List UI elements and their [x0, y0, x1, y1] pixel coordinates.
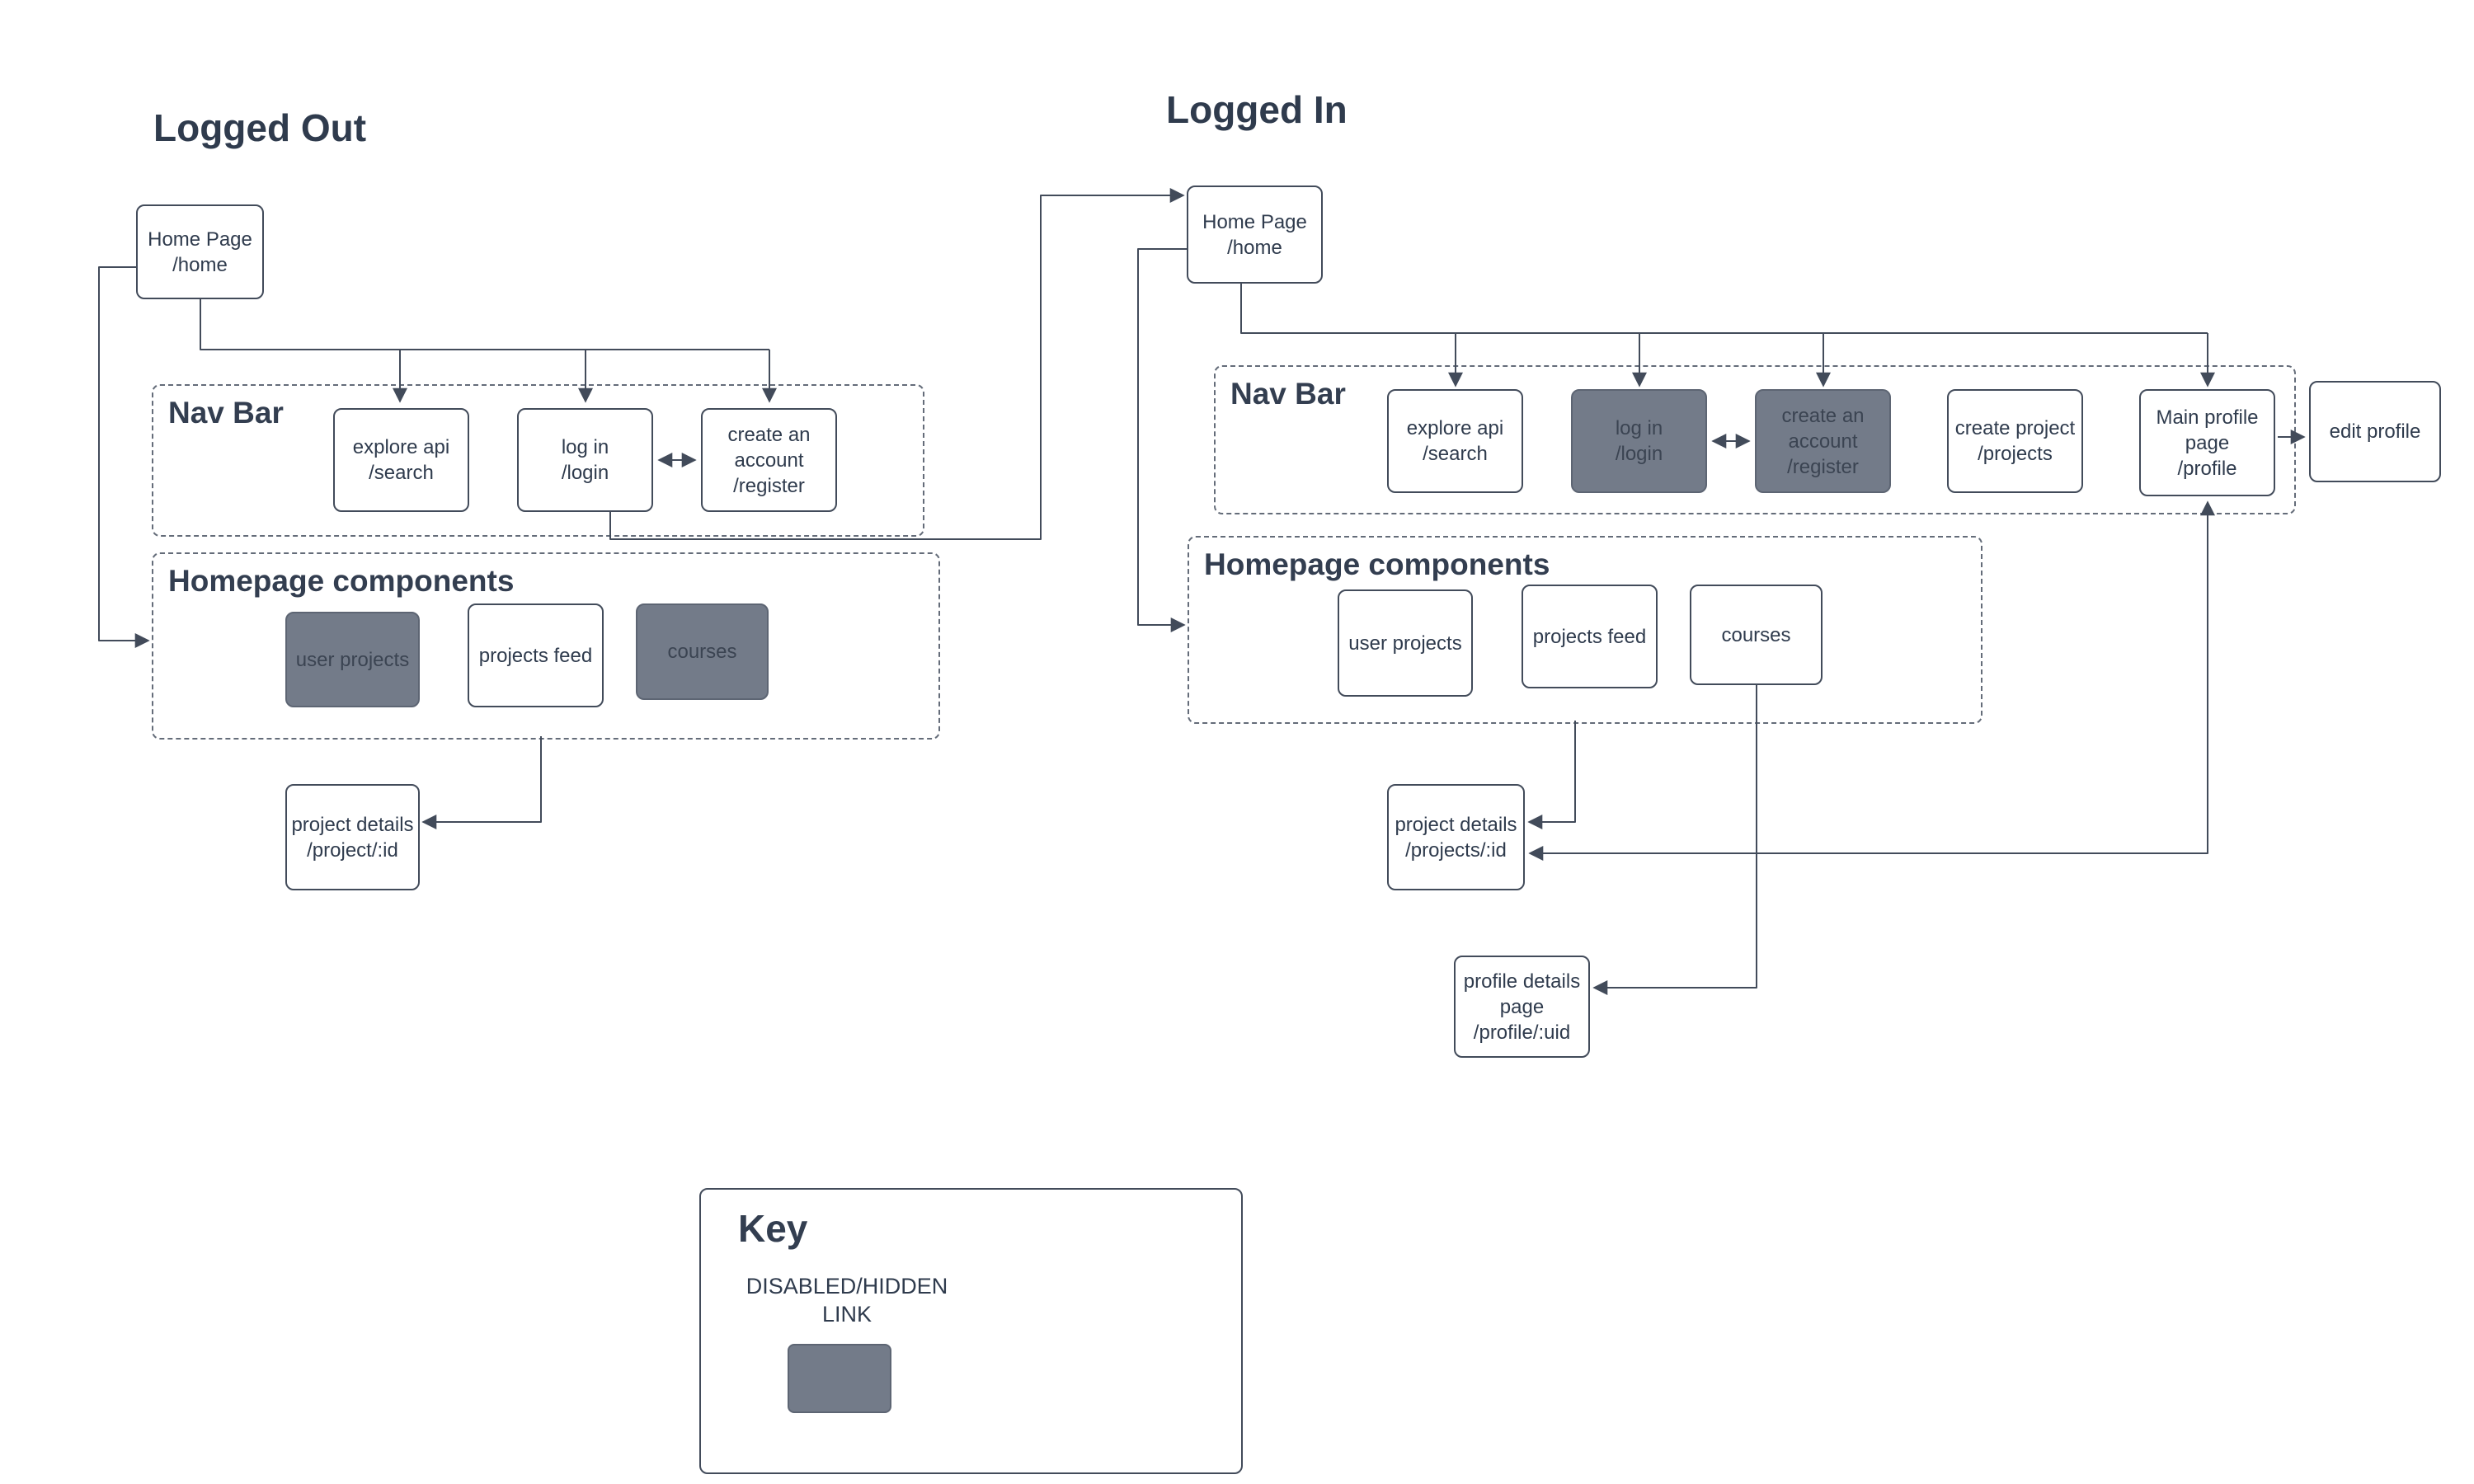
node-home-page-logged-out[interactable]: Home Page /home	[136, 204, 264, 299]
node-courses-logged-out[interactable]: courses	[636, 603, 769, 700]
node-explore-api-logged-in[interactable]: explore api /search	[1387, 389, 1523, 493]
node-create-account-logged-out[interactable]: create an account /register	[701, 408, 837, 512]
node-explore-api-logged-out[interactable]: explore api /search	[333, 408, 469, 512]
homepage-components-group-label: Homepage components	[1204, 547, 1550, 581]
node-courses-logged-in[interactable]: courses	[1690, 585, 1823, 685]
node-label: courses	[1721, 623, 1791, 646]
node-path: /profile	[2177, 457, 2237, 480]
logged-out-homepage-components-group[interactable]: Homepage components	[152, 552, 940, 740]
node-project-details-logged-out[interactable]: project details /project/:id	[285, 784, 420, 890]
node-path: /home	[172, 253, 228, 276]
node-label: edit profile	[2329, 420, 2421, 443]
node-log-in-logged-out[interactable]: log in /login	[517, 408, 653, 512]
node-path: /profile/:uid	[1473, 1021, 1571, 1044]
node-edit-profile[interactable]: edit profile	[2309, 381, 2441, 482]
node-path: /project/:id	[307, 838, 398, 862]
node-user-projects-logged-out[interactable]: user projects	[285, 612, 420, 707]
nav-bar-group-label: Nav Bar	[168, 396, 284, 430]
node-label: log in	[1615, 417, 1663, 439]
node-label: explore api	[1406, 417, 1504, 439]
node-path: /register	[1787, 455, 1859, 478]
node-path: /projects/:id	[1405, 838, 1507, 862]
connector-home-to-homepage-right	[1137, 248, 1187, 632]
homepage-components-group-label: Homepage components	[168, 564, 515, 598]
node-path: /search	[1423, 443, 1488, 465]
node-label: courses	[667, 641, 737, 663]
node-create-account-logged-in-disabled[interactable]: create an account /register	[1755, 389, 1891, 493]
node-label: create an account	[1781, 404, 1865, 453]
logged-in-section-title: Logged In	[1166, 88, 1348, 131]
node-path: /search	[369, 462, 434, 484]
legend-disabled-link-label: DISABLED/HIDDEN LINK	[745, 1274, 948, 1327]
node-path: /home	[1227, 236, 1282, 259]
node-label: profile details page	[1463, 970, 1581, 1018]
legend-disabled-swatch	[788, 1344, 891, 1413]
node-label: user projects	[1348, 632, 1462, 655]
node-path: /projects	[1978, 443, 2053, 465]
node-user-projects-logged-in[interactable]: user projects	[1338, 589, 1473, 697]
legend-key-box: Key DISABLED/HIDDEN LINK	[699, 1188, 1243, 1474]
nav-bar-group-label: Nav Bar	[1230, 377, 1346, 411]
node-label: Home Page	[1202, 210, 1307, 233]
node-log-in-logged-in-disabled[interactable]: log in /login	[1571, 389, 1707, 493]
connector-home-to-homepage-left	[98, 266, 150, 648]
node-label: user projects	[295, 648, 410, 671]
node-label: Main profile page	[2156, 406, 2259, 454]
node-label: create an account	[727, 423, 811, 472]
node-label: explore api	[352, 436, 450, 458]
node-label: Home Page	[148, 228, 252, 251]
node-profile-details-page[interactable]: profile details page /profile/:uid	[1454, 956, 1590, 1058]
node-label: projects feed	[1532, 625, 1647, 648]
node-main-profile-page[interactable]: Main profile page /profile	[2139, 389, 2275, 496]
node-home-page-logged-in[interactable]: Home Page /home	[1187, 186, 1323, 284]
connector-homepage-to-project-details-right	[1527, 721, 1576, 829]
node-label: project details	[291, 813, 414, 836]
node-projects-feed-logged-out[interactable]: projects feed	[468, 603, 604, 707]
node-path: /register	[733, 474, 805, 497]
logged-out-nav-bar-group[interactable]: Nav Bar	[152, 384, 924, 537]
connector-home-to-navbar-trunk-left	[200, 299, 769, 350]
logged-out-section-title: Logged Out	[153, 106, 367, 149]
legend-key-title: Key	[738, 1207, 808, 1250]
connector-homepage-to-project-details-left	[421, 736, 542, 829]
node-label: log in	[561, 436, 609, 458]
node-projects-feed-logged-in[interactable]: projects feed	[1522, 585, 1658, 688]
node-label: project details	[1395, 813, 1517, 836]
node-path: /login	[561, 462, 609, 484]
connector-home-to-navbar-trunk-right	[1240, 284, 2208, 334]
node-label: create project	[1954, 417, 2076, 439]
node-path: /login	[1615, 443, 1663, 465]
node-create-project[interactable]: create project /projects	[1947, 389, 2083, 493]
node-project-details-logged-in[interactable]: project details /projects/:id	[1387, 784, 1525, 890]
connector-courses-to-profile-details	[1592, 685, 1757, 995]
node-label: projects feed	[478, 644, 593, 667]
